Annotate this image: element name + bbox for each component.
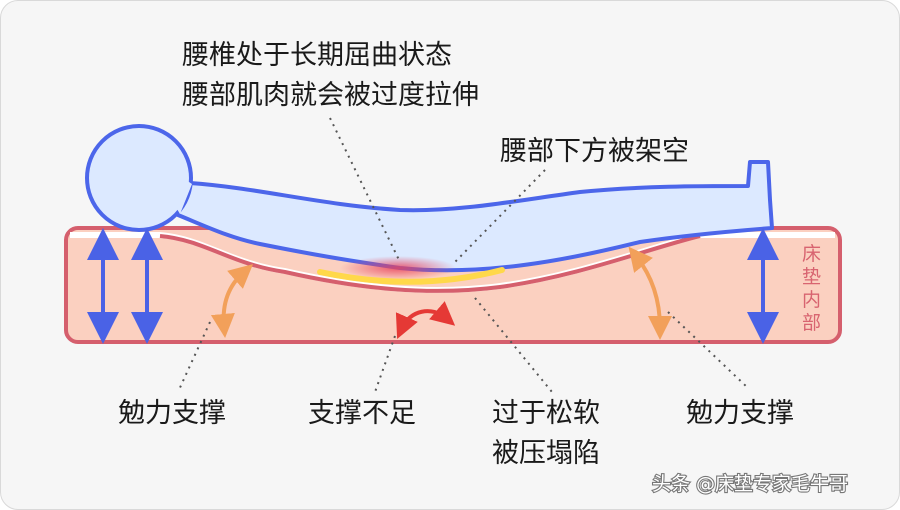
mattress-side-char-3: 内 xyxy=(802,289,821,311)
label-insufficient-support: 支撑不足 xyxy=(308,398,416,429)
label-collapsed: 被压塌陷 xyxy=(492,438,600,469)
watermark: 头条 @床垫专家毛牛哥 xyxy=(652,473,848,495)
label-too-soft: 过于松软 xyxy=(492,398,600,429)
curved-arrow-icon xyxy=(628,246,672,340)
body-silhouette xyxy=(173,160,774,273)
mattress-side-char-1: 床 xyxy=(802,243,821,265)
label-strained-support-left: 勉力支撑 xyxy=(118,398,226,429)
label-strained-support-right: 勉力支撑 xyxy=(686,398,794,429)
label-spine-flexion: 腰椎处于长期屈曲状态 xyxy=(182,40,452,71)
label-waist-unsupported: 腰部下方被架空 xyxy=(500,136,689,167)
mattress-sag-line xyxy=(159,234,701,293)
leader-lines xyxy=(177,117,749,393)
lumbar-pain-glow xyxy=(340,256,456,280)
curved-arrow-icon xyxy=(210,264,254,338)
mattress-side-char-4: 部 xyxy=(802,312,821,334)
red-curved-arrow-icon xyxy=(395,301,456,339)
mattress-side-char-2: 垫 xyxy=(802,266,821,288)
label-muscle-stretch: 腰部肌肉就会被过度拉伸 xyxy=(182,80,479,111)
neck xyxy=(174,180,192,214)
lumbar-gap-strip xyxy=(317,267,505,285)
head xyxy=(85,124,193,232)
